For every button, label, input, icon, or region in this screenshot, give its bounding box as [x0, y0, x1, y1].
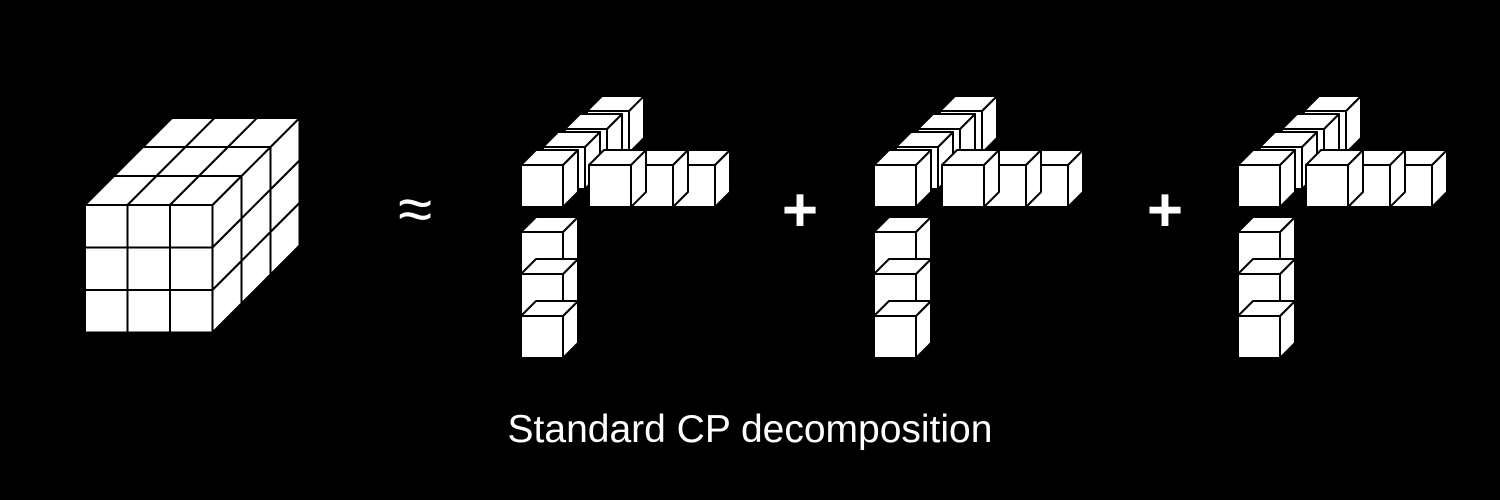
- plus-symbol-1: +: [782, 176, 818, 245]
- tensor-front-cell: [169, 246, 214, 291]
- tensor-front-cell: [126, 246, 171, 291]
- tensor-front-cell: [169, 204, 214, 249]
- plus-symbol-2: +: [1147, 176, 1183, 245]
- tensor-front-cell: [126, 289, 171, 334]
- cube-front-face: [941, 164, 985, 208]
- cube-front-face: [520, 315, 564, 359]
- cube-front-face: [588, 164, 632, 208]
- tensor-top-cell: [227, 117, 301, 148]
- rank-one-term-2: [873, 95, 1084, 359]
- cube-front-face: [520, 164, 564, 208]
- tensor-3x3x3: [84, 117, 301, 334]
- cube-front-face: [1237, 315, 1281, 359]
- cube-front-face: [1305, 164, 1349, 208]
- cube-front-face: [1237, 164, 1281, 208]
- tensor-side-cell: [269, 202, 301, 276]
- cube-front-face: [873, 164, 917, 208]
- approx-symbol: ≈: [398, 175, 432, 244]
- tensor-front-cell: [126, 204, 171, 249]
- cube-front-face: [873, 315, 917, 359]
- tensor-front-cell: [84, 289, 129, 334]
- rank-one-term-3: [1237, 95, 1448, 359]
- rank-one-term-1: [520, 95, 731, 359]
- caption: Standard CP decomposition: [507, 408, 993, 451]
- tensor-front-cell: [169, 289, 214, 334]
- tensor-front-cell: [84, 246, 129, 291]
- tensor-front-cell: [84, 204, 129, 249]
